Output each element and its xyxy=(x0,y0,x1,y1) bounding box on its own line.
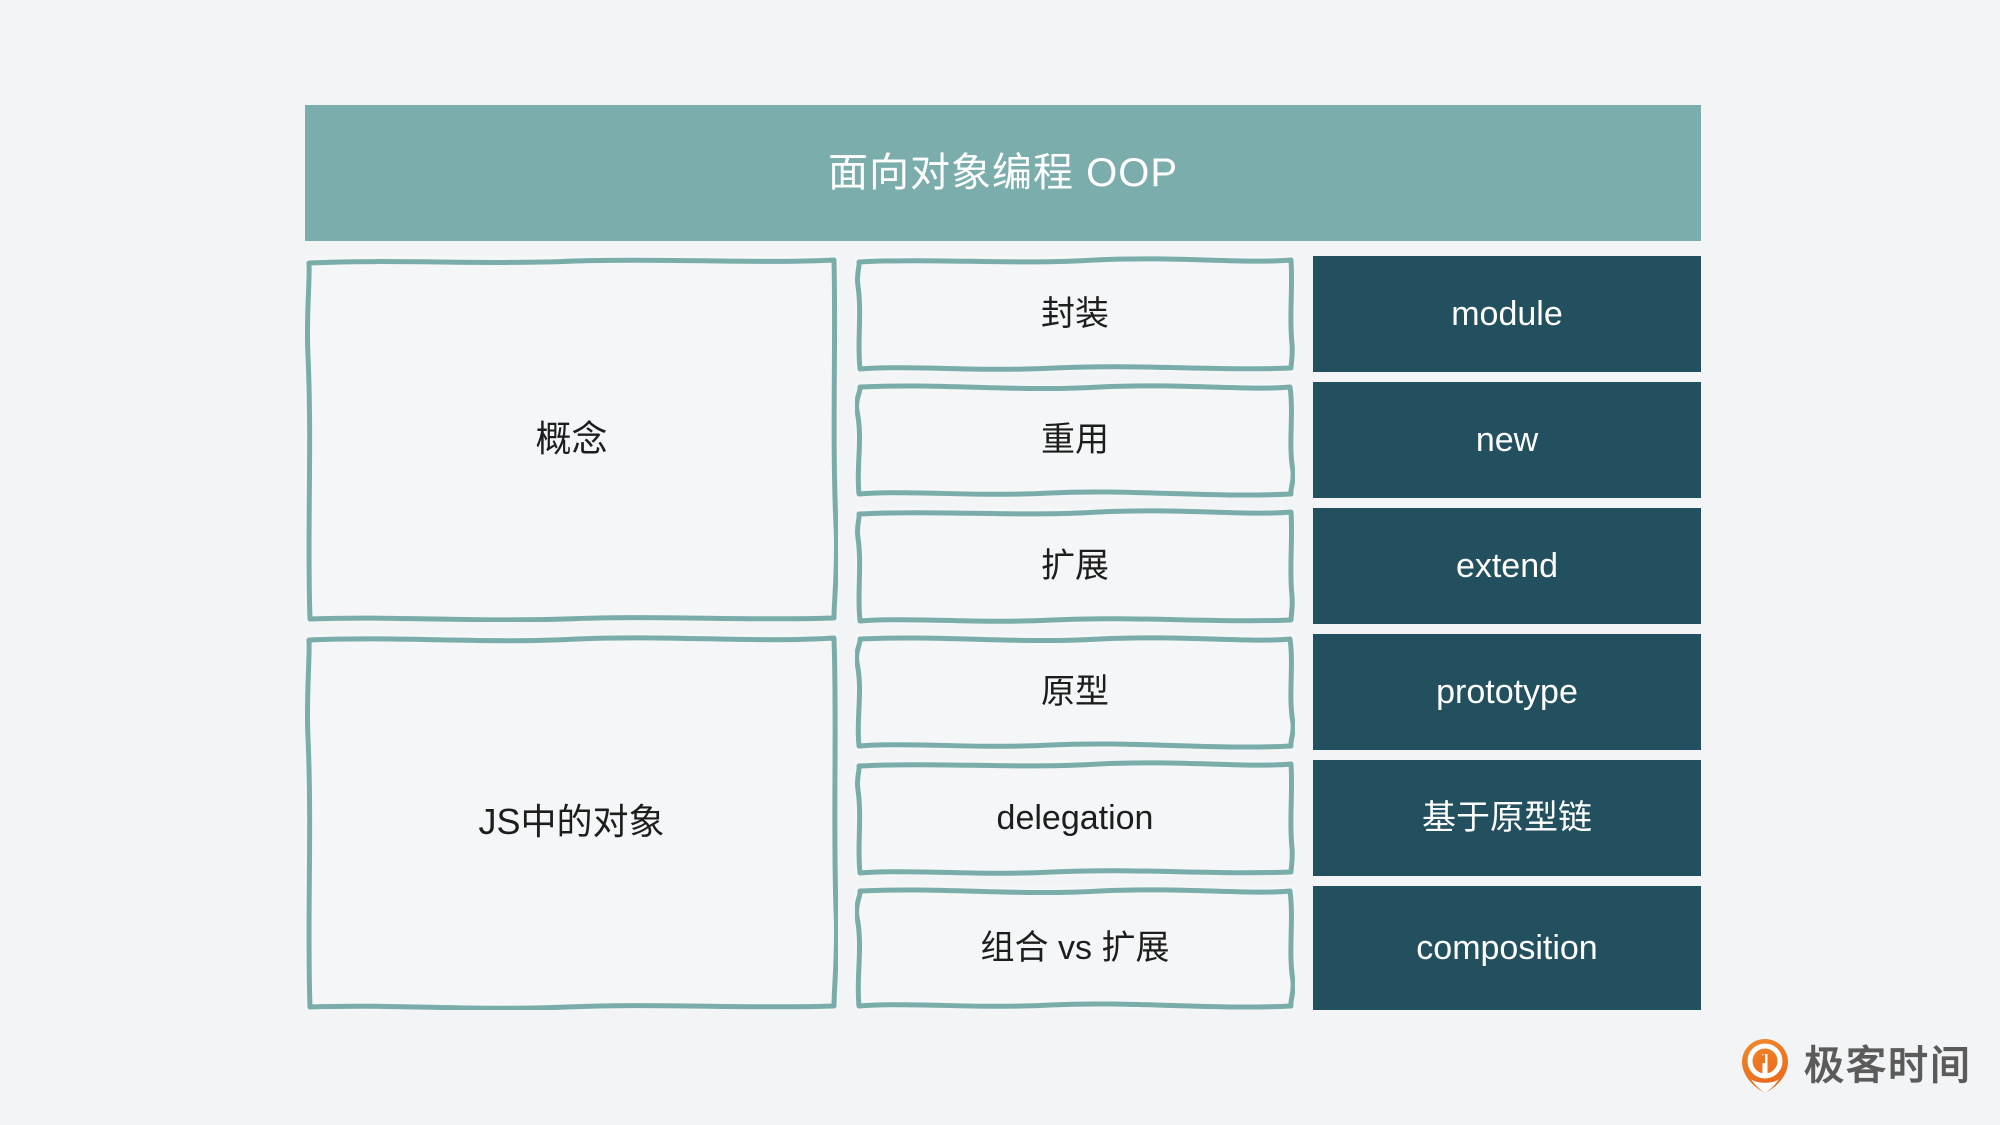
topic-box-js-objects: JS中的对象 xyxy=(305,634,838,1010)
topic-label: 概念 xyxy=(535,418,608,459)
keyword-box-prototype-chain: 基于原型链 xyxy=(1313,760,1701,876)
keyword-label: module xyxy=(1451,295,1563,333)
concept-box-composition: 组合 vs 扩展 xyxy=(855,886,1295,1010)
geektime-pin-icon xyxy=(1742,1039,1788,1093)
slide-header-banner: 面向对象编程 OOP xyxy=(305,105,1701,241)
keyword-box-module: module xyxy=(1313,256,1701,372)
concept-box-extend: 扩展 xyxy=(855,508,1295,624)
concept-label: 封装 xyxy=(1041,295,1109,333)
brand-logo: 极客时间 xyxy=(1740,1038,1972,1094)
keyword-box-composition: composition xyxy=(1313,886,1701,1010)
keyword-label: 基于原型链 xyxy=(1422,799,1592,837)
concept-box-delegation: delegation xyxy=(855,760,1295,876)
keyword-box-extend: extend xyxy=(1313,508,1701,624)
keyword-label: extend xyxy=(1455,547,1559,585)
concept-box-encapsulation: 封装 xyxy=(855,256,1295,372)
keyword-box-new: new xyxy=(1313,382,1701,498)
keyword-box-prototype: prototype xyxy=(1313,634,1701,750)
concept-box-prototype: 原型 xyxy=(855,634,1295,750)
concept-label: delegation xyxy=(996,799,1154,837)
page-title: 面向对象编程 OOP xyxy=(827,151,1179,195)
keyword-label: new xyxy=(1475,421,1539,459)
keyword-label: prototype xyxy=(1436,673,1578,711)
keyword-label: composition xyxy=(1416,929,1598,967)
concept-label: 重用 xyxy=(1041,421,1109,459)
concept-label: 组合 vs 扩展 xyxy=(980,929,1170,967)
topic-label: JS中的对象 xyxy=(478,801,665,842)
brand-name: 极客时间 xyxy=(1804,1044,1972,1088)
concept-label: 原型 xyxy=(1041,673,1109,711)
concept-box-reuse: 重用 xyxy=(855,382,1295,498)
topic-box-concept: 概念 xyxy=(305,256,838,622)
concept-label: 扩展 xyxy=(1041,547,1109,585)
